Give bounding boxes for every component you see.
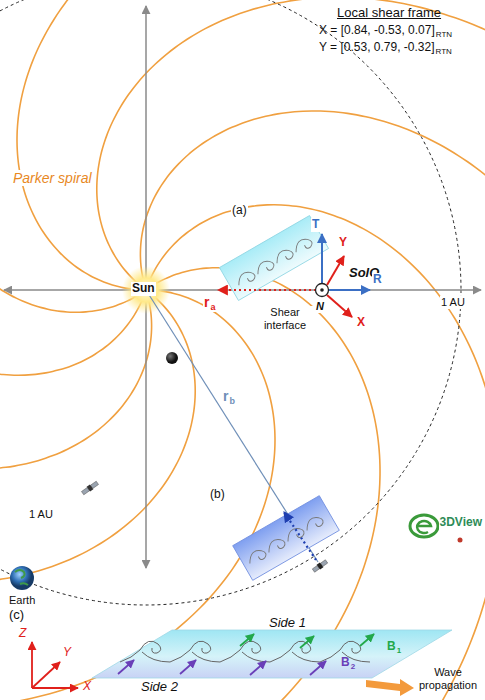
t-axis-arrow	[321, 234, 323, 283]
field-label: B	[340, 656, 351, 670]
r-axis-arrow	[329, 289, 370, 291]
side-label: Side 2	[140, 680, 179, 695]
spacecraft-b	[312, 559, 329, 573]
drawing-part	[180, 660, 196, 674]
field-subscript: 1	[396, 646, 402, 655]
y-axis-arrow	[327, 256, 344, 285]
axis-label: R	[372, 273, 383, 287]
sun-label: Sun	[131, 282, 156, 296]
wave-curl	[284, 525, 306, 544]
logo-text: 3DView	[439, 516, 483, 530]
x-axis	[32, 687, 78, 689]
b2-arrows	[118, 660, 326, 675]
frame-subscript: RTN	[435, 30, 453, 39]
parker-spiral-line	[0, 0, 354, 375]
drawing-part	[458, 538, 463, 543]
field-subscript: 2	[350, 662, 356, 671]
shear-box-b	[233, 496, 340, 581]
z-axis	[31, 642, 33, 688]
vector-subscript: a	[209, 302, 216, 312]
sun	[122, 266, 170, 314]
wave-curl	[170, 641, 220, 662]
b1-arrows	[240, 634, 374, 648]
wave-curl	[270, 641, 320, 662]
parker-spiral-line	[0, 205, 485, 700]
parker-spiral-line	[140, 111, 485, 700]
parker-spiral-line	[0, 0, 485, 312]
frame-title: Local shear frame	[336, 6, 442, 21]
drawing-part	[240, 634, 254, 646]
earth	[10, 566, 34, 590]
drawing-part	[300, 636, 314, 648]
orbit-1au	[0, 0, 461, 605]
planet	[166, 352, 178, 364]
kelvin-helmholtz-waves	[120, 641, 370, 662]
panel-label: (a)	[231, 204, 248, 218]
radial-line-a	[218, 289, 316, 291]
panel-label: (b)	[209, 488, 226, 502]
drawing-part	[235, 236, 314, 288]
side-label: Side 1	[268, 616, 307, 631]
y-axis	[32, 662, 60, 688]
frame-vector: Y = [0.53, 0.79, -0.32]	[318, 41, 436, 55]
axis-label: T	[311, 218, 320, 232]
drawing-part	[87, 484, 94, 491]
wave-curl	[220, 641, 270, 662]
frame-subscript: RTN	[435, 47, 453, 56]
wave-curl	[235, 269, 257, 288]
drawing-part	[410, 515, 438, 537]
panel-label: (c)	[8, 608, 25, 623]
frame-vector: X = [0.84, -0.53, 0.07]	[318, 24, 436, 38]
drawing-part	[118, 660, 134, 674]
interface-label: Shear interface	[255, 306, 315, 331]
planet-label: Earth	[8, 594, 36, 607]
axis-label: N	[315, 300, 325, 313]
field-label: B	[386, 640, 397, 654]
axis-label: X	[82, 680, 92, 694]
wave-curl	[246, 547, 268, 566]
drawing-part	[233, 496, 340, 581]
radial-arrow-b	[284, 512, 316, 560]
wave-curl	[273, 247, 295, 266]
distance-label: 1 AU	[440, 296, 466, 309]
parker-spiral-line	[0, 0, 195, 583]
solo-dot	[320, 288, 324, 292]
drawing-part	[310, 661, 326, 675]
drawing-part	[250, 661, 266, 675]
spiral-label: Parker spiral	[12, 170, 93, 186]
wave-curl	[303, 514, 325, 533]
x-axis-arrow	[327, 295, 352, 317]
drawing-part	[360, 634, 374, 646]
wave-curl	[265, 536, 287, 555]
parker-spiral-line	[0, 0, 152, 469]
wave-curl	[120, 641, 170, 662]
drawing-part	[317, 562, 324, 569]
drawing-part	[416, 521, 431, 533]
axis-label: Z	[18, 627, 27, 641]
shear-sheet	[92, 630, 452, 678]
wave-curl	[292, 236, 314, 255]
wave-label: Wave propagation	[414, 666, 482, 691]
shear-box-a	[219, 216, 328, 301]
drawing-part	[246, 514, 325, 566]
wave-curl	[254, 258, 276, 277]
earth-land	[15, 570, 28, 585]
parker-spiral-line	[17, 0, 485, 290]
distance-label: 1 AU	[28, 508, 54, 521]
axis-label: Y	[62, 646, 72, 660]
axis-label: Y	[338, 236, 348, 250]
parker-spiral-line	[97, 0, 485, 700]
axis-label: X	[356, 316, 366, 330]
solo-symbol	[316, 284, 329, 297]
drawing-part	[219, 216, 328, 301]
vector-subscript: b	[228, 396, 236, 406]
wave-propagation-arrow	[366, 679, 414, 696]
spacecraft	[81, 480, 99, 495]
